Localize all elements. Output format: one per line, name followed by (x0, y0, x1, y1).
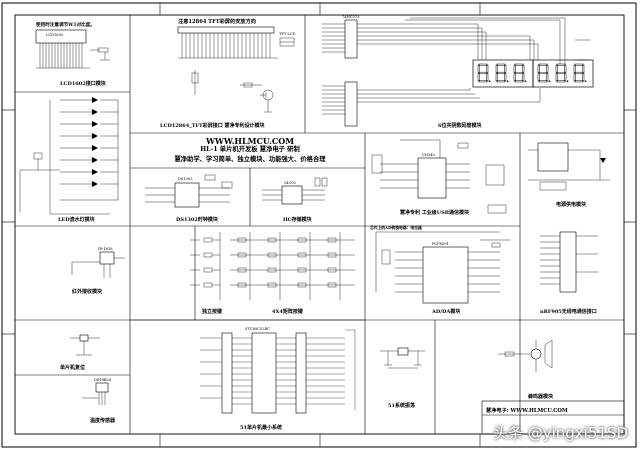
company-footer: 慧净电子: WWW.HLMCU.COM (486, 408, 568, 414)
keys-label: 独立按键 (202, 309, 223, 315)
seven-segment-digits (477, 63, 587, 83)
banner-line2: HL-1 单片机开发板 慧净电子 研制 (200, 146, 300, 153)
mcu-label: 51单片机最小系统 (240, 425, 282, 431)
adda-label: AD/DA模块 (432, 309, 461, 315)
tft-header-chip: TFT LCD (279, 32, 296, 36)
reset-label: 单片机复位 (60, 365, 86, 371)
ir-label: 红外接收模块 (72, 289, 103, 295)
seg-driver-chip: 74HC573 (342, 15, 360, 19)
pcf-chip: PCF8591 (432, 242, 449, 246)
digit-5 (555, 63, 569, 83)
ir-chip: IR-1838 (98, 247, 113, 251)
banner-line3: 慧净助学、学习简单、独立模块、功能强大、价格合理 (174, 156, 326, 163)
ds1302-chip: DS1302 (178, 177, 193, 181)
digit-2 (495, 63, 509, 83)
usb-label: 慧净专利 工业级USB通信模块 (400, 210, 469, 216)
power-label: 电源供电模块 (556, 202, 587, 208)
pcf-note: 芯片上的AD转换电路：电位器 (370, 225, 422, 230)
seg6-label: 6位共阴数码管模块 (438, 123, 482, 129)
tft-note: 注意12864 TFT彩屏的安放方向 (178, 19, 256, 25)
eeprom-chip: 24C02 (284, 181, 296, 185)
digit-4 (537, 63, 551, 83)
lcd1602-label: LCD1602接口模块 (60, 81, 106, 87)
iic-label: IIC存储模块 (283, 217, 312, 223)
led-label: LED流水灯模块 (58, 217, 95, 223)
digit-1 (477, 63, 491, 83)
buzzer-label: 蜂鸣器模块 (528, 394, 554, 400)
nrf-label: nRF905无线电通信接口 (540, 309, 597, 315)
temp-chip: DS18B20 (94, 378, 112, 382)
banner-url: WWW.HLMCU.COM (205, 136, 295, 146)
ds1302-label: DS1302时钟模块 (176, 217, 218, 223)
lcd1602-note: 使用时注意调节W1对比度。 (36, 23, 95, 28)
lcd12864-label: LCD12864_TFT彩屏接口 慧净专利设计模块 (160, 123, 265, 129)
digit-6 (573, 63, 587, 83)
digit-3 (513, 63, 527, 83)
matrix-label: 4X4矩阵按键 (272, 309, 303, 315)
lcd-header-chip: LCD1602 (46, 33, 64, 37)
mcu-chip: STC89C52RC (245, 327, 270, 331)
temp-label: 温度传感器 (90, 418, 116, 424)
crystal-label: 51系统振荡 (388, 403, 415, 409)
usb-chip: CH340 (422, 153, 435, 157)
watermark: 头条 @yingxi51SD (492, 424, 628, 442)
